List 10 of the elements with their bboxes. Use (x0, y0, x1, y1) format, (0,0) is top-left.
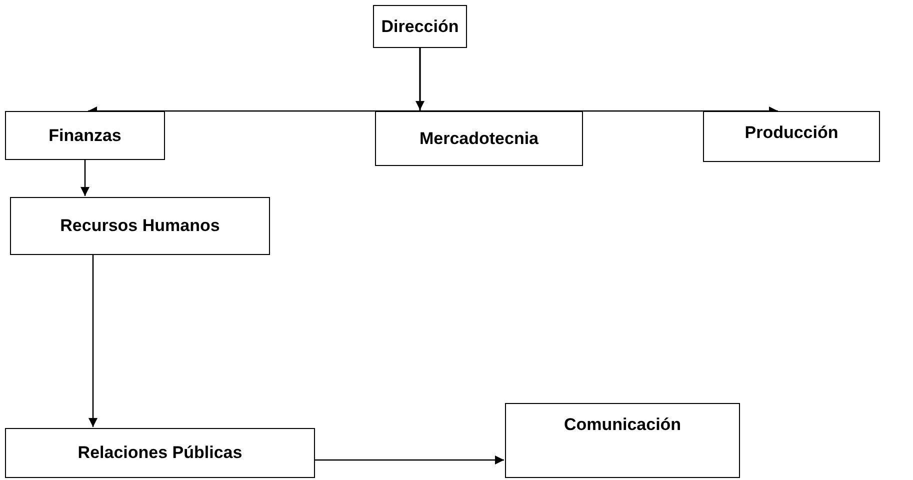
org-box: Mercadotecnia (375, 111, 583, 166)
org-box: Finanzas (5, 111, 165, 160)
arrow (88, 255, 98, 427)
org-box: Producción (703, 111, 880, 162)
org-box: Dirección (373, 5, 467, 48)
org-box: Recursos Humanos (10, 197, 270, 255)
org-box: Relaciones Públicas (5, 428, 315, 478)
arrow (80, 160, 90, 196)
org-box: Comunicación (505, 403, 740, 478)
arrow (315, 455, 504, 465)
